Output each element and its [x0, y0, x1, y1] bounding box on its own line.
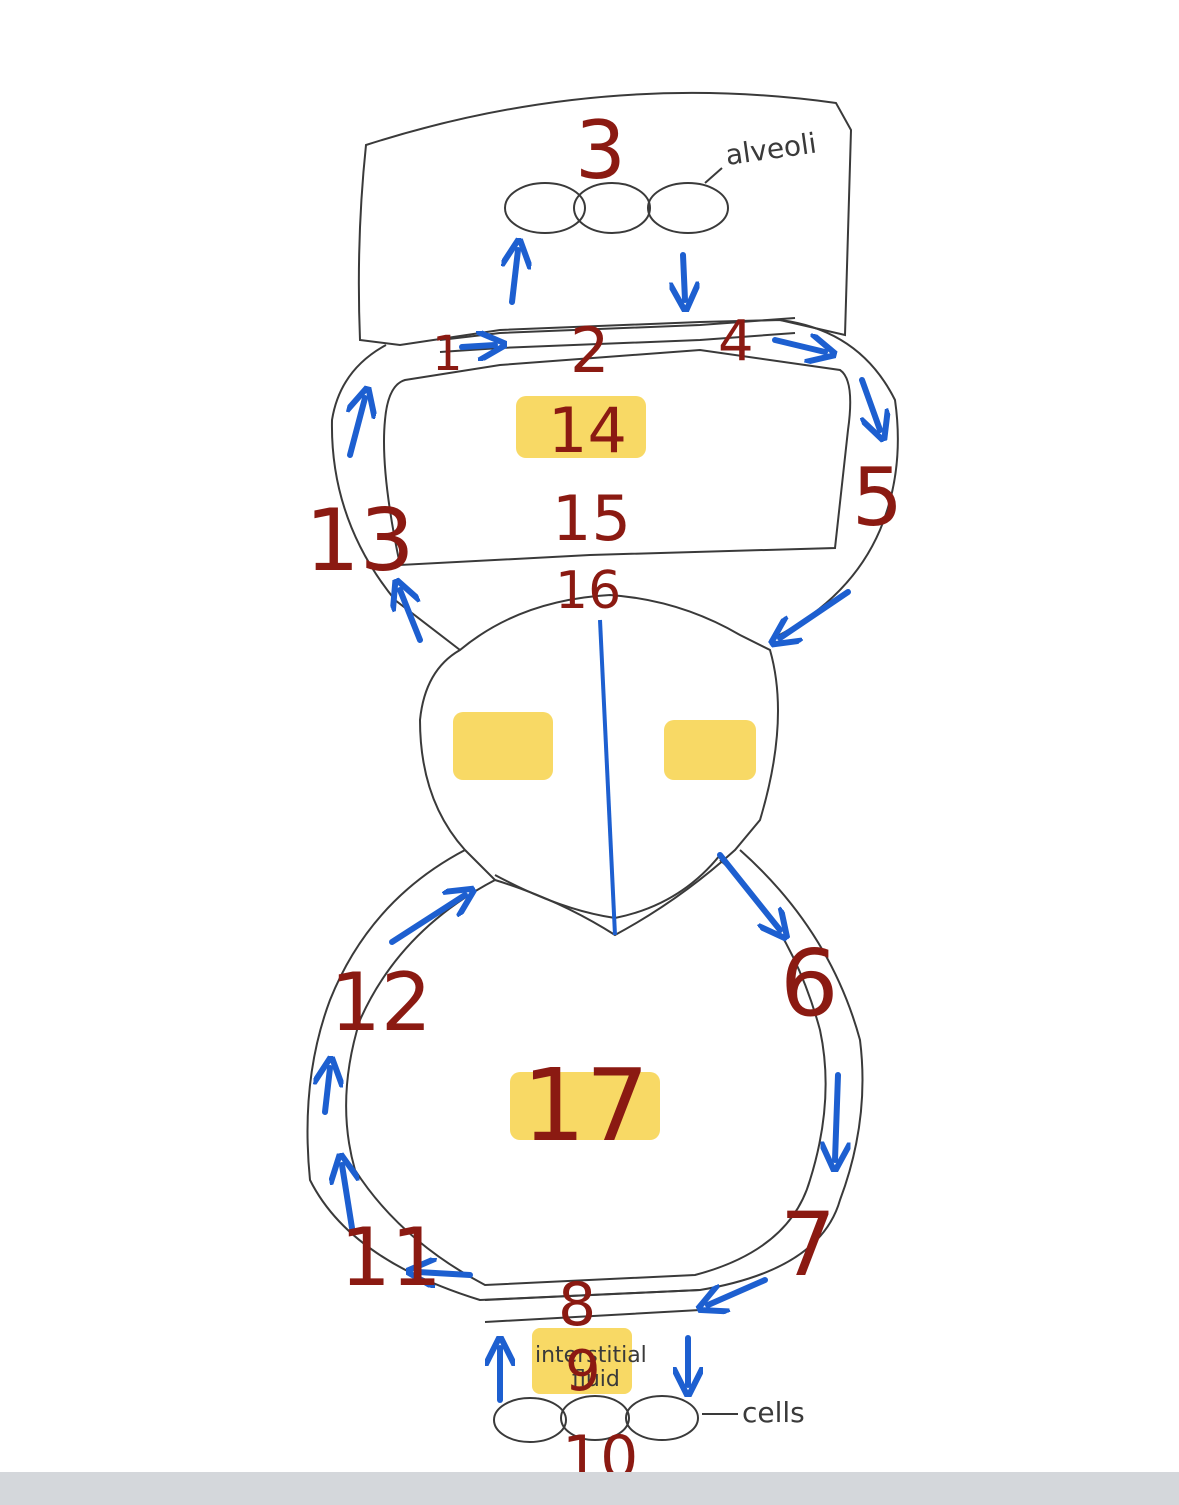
alveoli-pointer [704, 167, 723, 184]
highlight-17 [510, 1072, 660, 1140]
label-6: 6 [780, 930, 839, 1037]
pulmonary-capillary-top [439, 317, 796, 353]
cells-group [493, 1395, 699, 1443]
label-8: 8 [558, 1270, 596, 1340]
label-12: 12 [330, 956, 432, 1049]
heart-septum [598, 619, 617, 936]
label-15: 15 [552, 482, 631, 555]
interstitial-label: interstitial [535, 1343, 647, 1368]
label-7: 7 [780, 1193, 836, 1296]
arrow-13a [350, 398, 365, 458]
arrow-down-from-alveoli [683, 252, 685, 300]
alveolus [573, 182, 651, 234]
systemic-capillary-bottom [484, 1289, 701, 1323]
alveoli-label: alveoli [723, 127, 818, 172]
pulmonary-loop-inner [383, 348, 852, 567]
alveolus [504, 182, 586, 234]
alveoli-group [504, 182, 729, 234]
label-5: 5 [852, 451, 903, 544]
systemic-loop-outer [306, 849, 864, 1302]
arrow-7 [835, 1072, 838, 1160]
number-labels: 3 1 2 4 14 15 16 5 13 6 12 17 7 11 8 9 1… [305, 104, 903, 1493]
highlight-left-atrium [664, 720, 756, 780]
bottom-bar [0, 1472, 1179, 1505]
flow-arrows [325, 250, 880, 1403]
cell [560, 1395, 630, 1441]
arrow-5b [780, 589, 851, 638]
label-4: 4 [718, 309, 754, 374]
systemic-loop-inner [345, 859, 827, 1287]
label-3: 3 [575, 104, 626, 197]
lung-box [357, 91, 853, 347]
arrow-5a [859, 377, 880, 430]
alveolus [647, 182, 729, 234]
arrow-6 [717, 852, 780, 930]
arrow-13b [400, 590, 423, 643]
arrow-1 [459, 345, 495, 347]
highlight-14 [516, 396, 646, 458]
highlight-9 [532, 1328, 632, 1394]
arrow-12a [325, 1068, 330, 1115]
arrow-11b [342, 1165, 352, 1231]
arrow-11 [418, 1272, 473, 1275]
label-2: 2 [570, 314, 609, 387]
arrow-12b [389, 895, 465, 945]
cell [493, 1397, 567, 1443]
heart-lower-boundary [494, 854, 721, 920]
label-14: 14 [548, 394, 627, 467]
pulmonary-loop-outer [330, 319, 899, 651]
fluid-label: fluid [572, 1367, 620, 1392]
cells-label: cells [742, 1396, 805, 1429]
label-16: 16 [555, 561, 621, 621]
label-13: 13 [305, 491, 414, 591]
label-9: 9 [565, 1339, 601, 1404]
label-17: 17 [522, 1047, 649, 1164]
arrow-8 [708, 1277, 768, 1305]
highlight-right-atrium [453, 712, 553, 780]
heart-shape [418, 593, 779, 937]
arrow-up-to-alveoli [512, 250, 518, 305]
cell [625, 1395, 699, 1441]
arrow-4 [772, 340, 825, 352]
label-1: 1 [432, 326, 463, 382]
label-11: 11 [340, 1211, 442, 1304]
